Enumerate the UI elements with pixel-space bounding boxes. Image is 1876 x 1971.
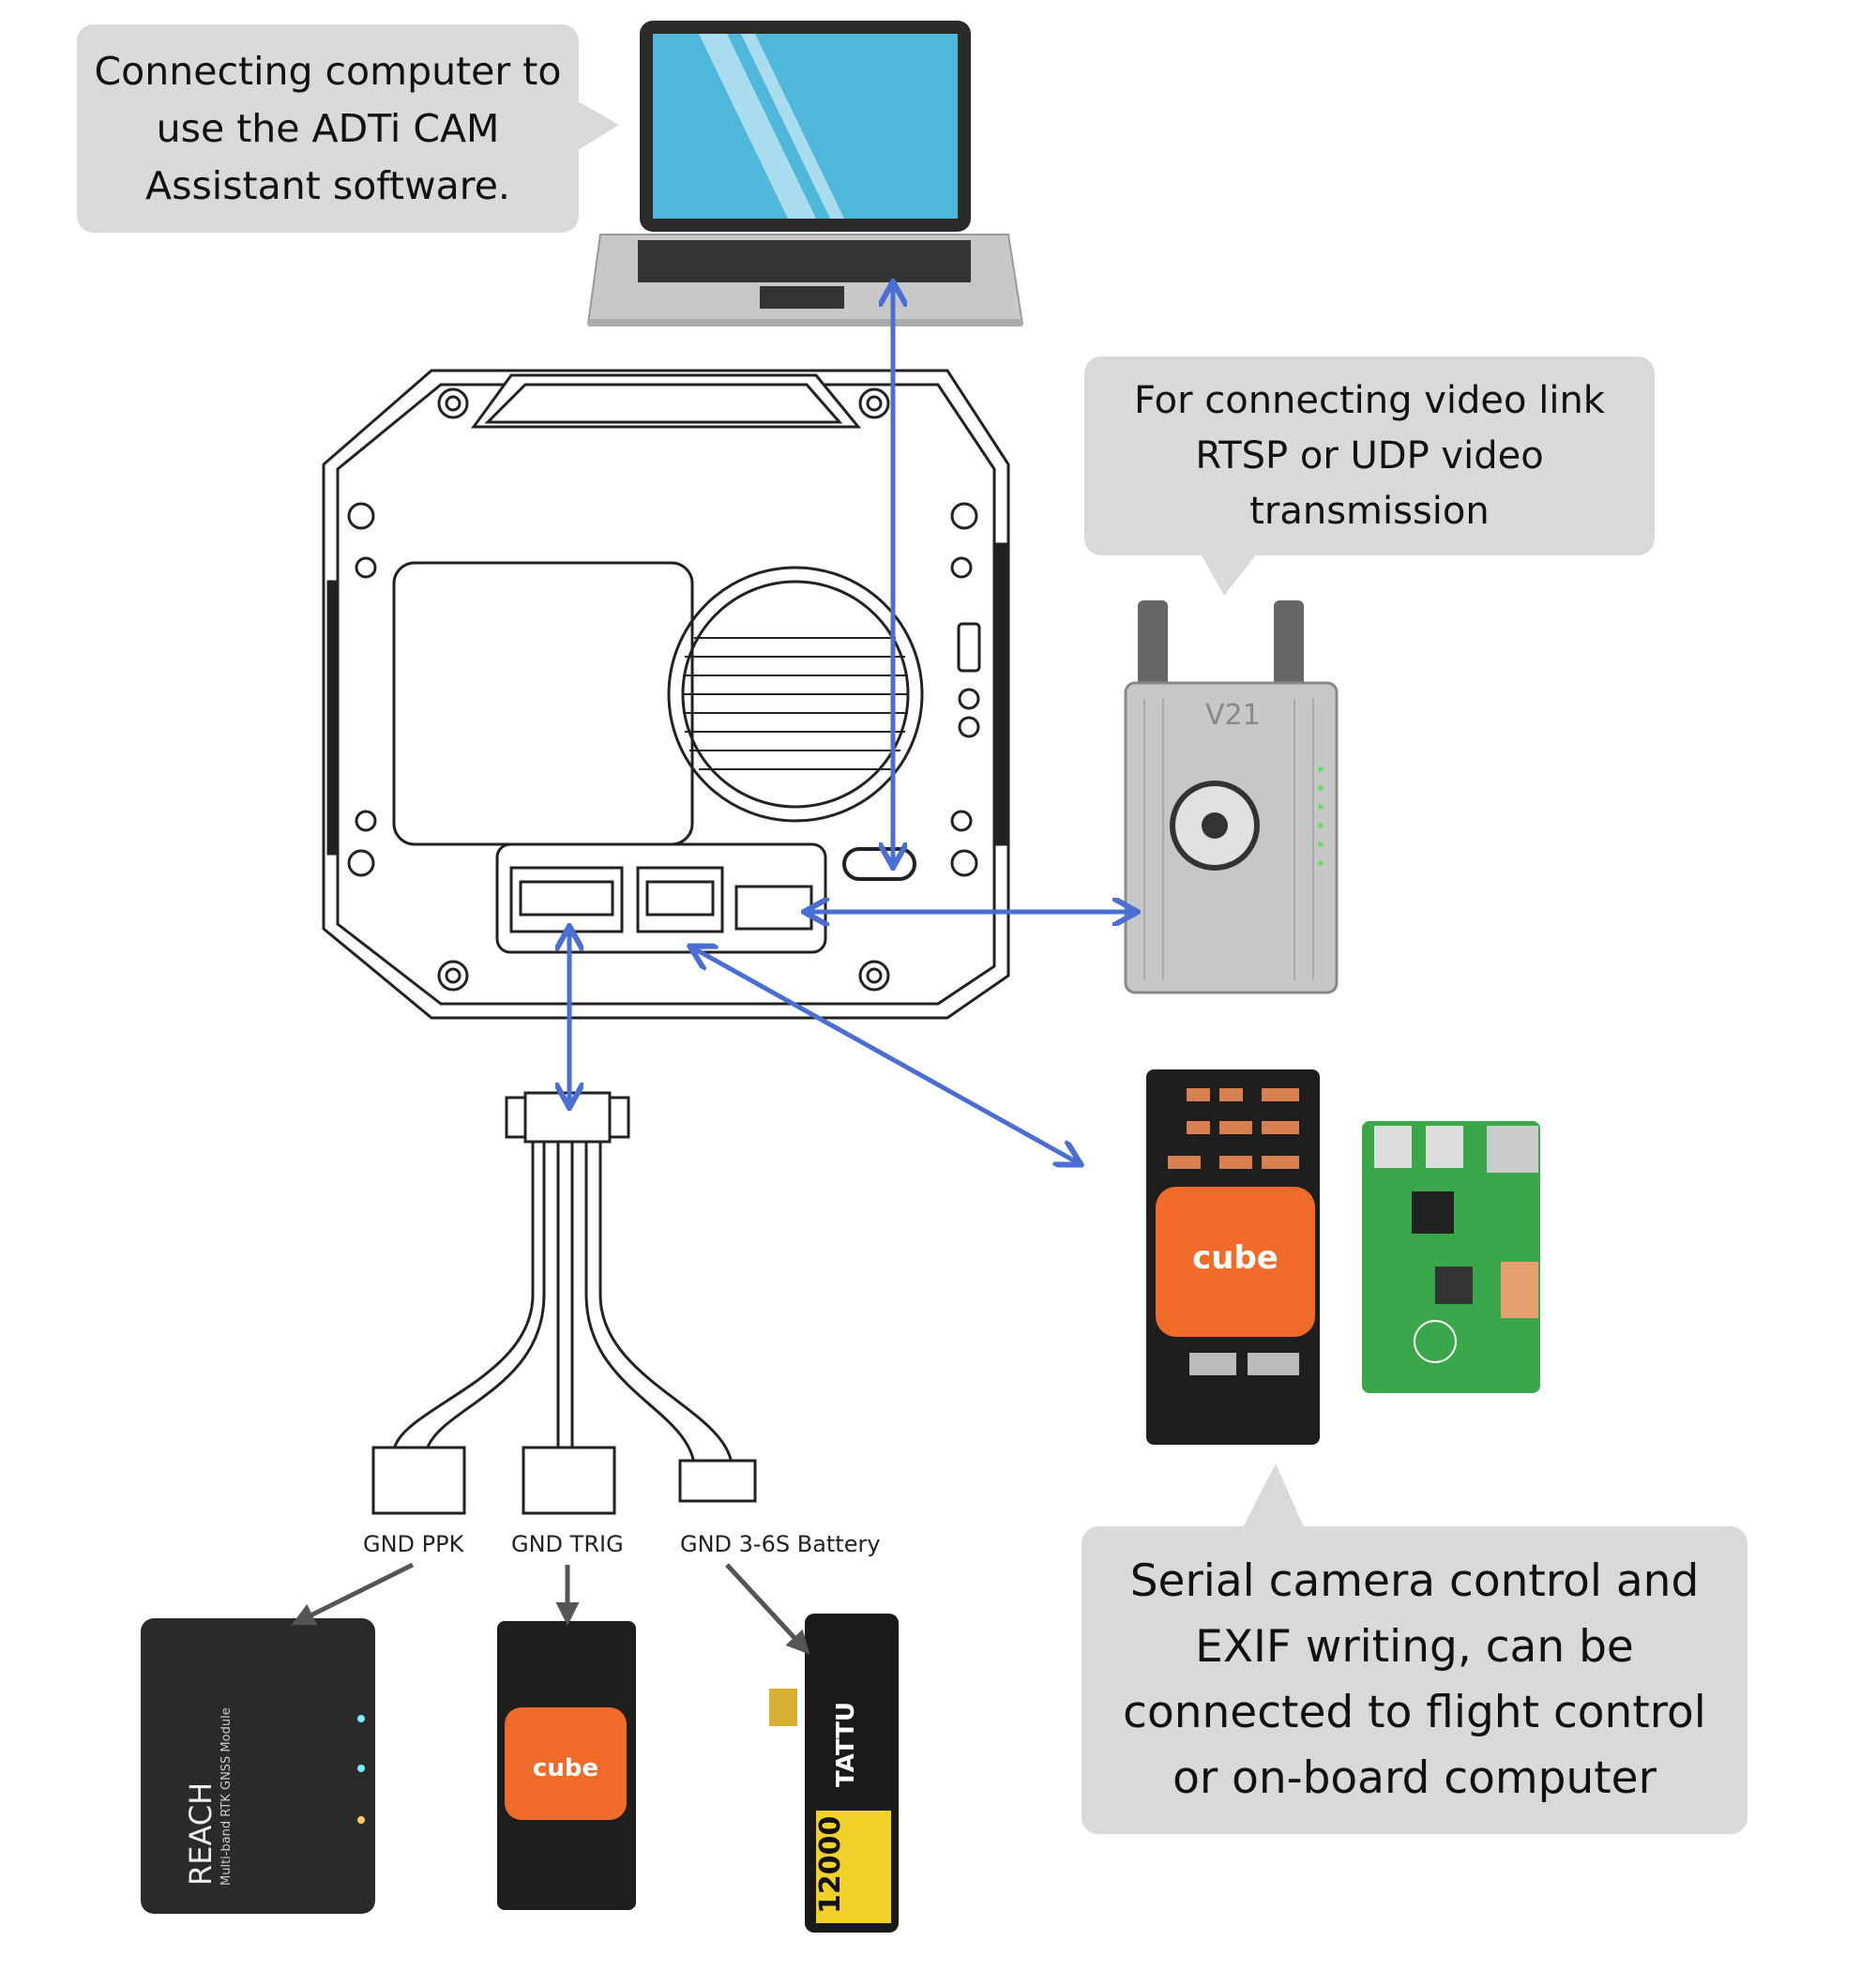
callout-video-link-text: For connecting video link RTSP or UDP vi… (1134, 378, 1605, 533)
gnss-desc-text: Multi-band RTK GNSS Module (219, 1707, 234, 1886)
callout-video-link: For connecting video link RTSP or UDP vi… (1084, 356, 1655, 555)
lipo-battery: 12000 TATTU (769, 1614, 899, 1933)
callout-computer-text: Connecting computer to use the ADTi CAM … (94, 48, 562, 208)
arrow-serial-fc (692, 948, 1079, 1163)
label-gnd-ppk: GND PPK (363, 1531, 464, 1557)
callout-serial: Serial camera control and EXIF writing, … (1082, 1526, 1747, 1834)
raspberry-pi-board (1362, 1121, 1540, 1393)
camera-body (322, 369, 1010, 1020)
cube-brand-text: cube (1192, 1239, 1278, 1277)
battery-brand-text: TATTU (832, 1702, 860, 1787)
flight-controller-cube: cube (1146, 1069, 1320, 1445)
callout-serial-text: Serial camera control and EXIF writing, … (1123, 1555, 1706, 1804)
arrow-battery (725, 1563, 810, 1655)
gnss-reach-m2: REACH Multi-band RTK GNSS Module (141, 1618, 375, 1914)
cube-small-brand-text: cube (533, 1754, 598, 1782)
callout-computer: Connecting computer to use the ADTi CAM … (77, 24, 579, 233)
callout-serial-pointer (1243, 1463, 1304, 1527)
laptop-icon (586, 21, 1024, 326)
gnss-model-text: REACH (183, 1782, 219, 1886)
arrow-ppk-gnss (291, 1562, 415, 1626)
battery-capacity-text: 12000 (814, 1816, 847, 1914)
label-gnd-battery: GND 3-6S Battery (680, 1531, 881, 1557)
flight-controller-cube-small: cube (497, 1621, 636, 1910)
label-gnd-trig: GND TRIG (511, 1531, 624, 1557)
callout-video-pointer (1201, 553, 1257, 596)
video-transmitter (1124, 600, 1339, 994)
cable-harness (371, 1091, 757, 1515)
video-tx-model-label: V21 (1205, 699, 1261, 732)
callout-computer-pointer (578, 101, 619, 150)
